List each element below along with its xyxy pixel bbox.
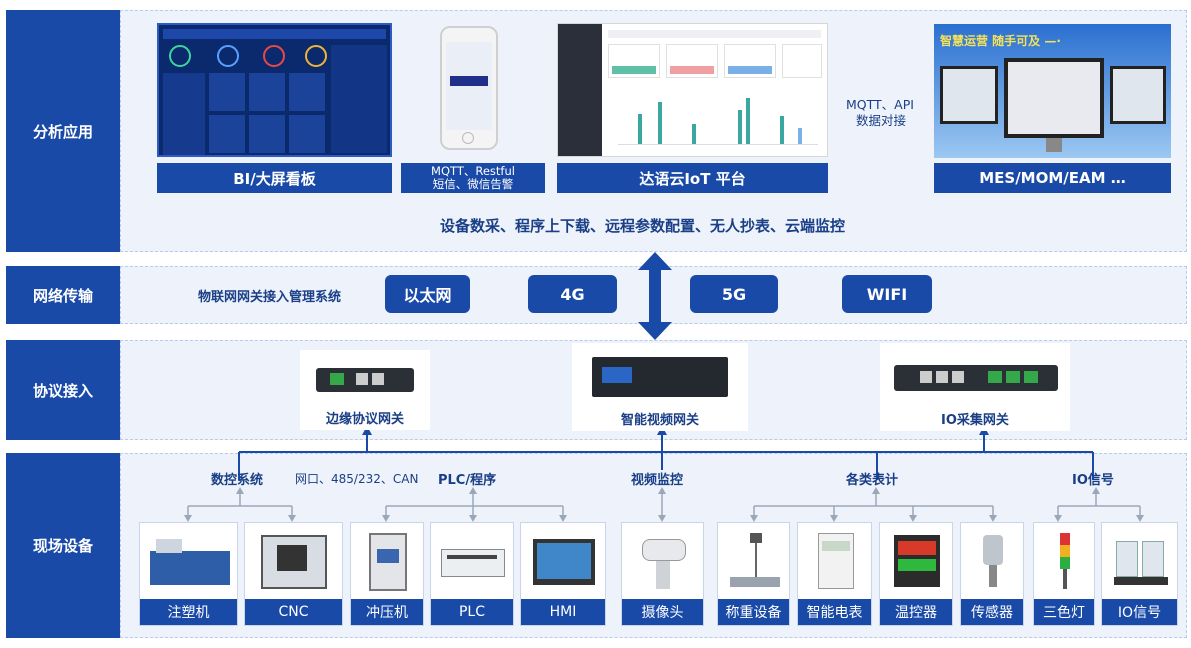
device-card-cnc: CNC — [244, 522, 343, 626]
device-card-tower-light: 三色灯 — [1033, 522, 1095, 626]
device-card-hmi: HMI — [520, 522, 606, 626]
device-card-injection-molding: 注塑机 — [139, 522, 238, 626]
device-label: 称重设备 — [718, 599, 789, 625]
device-card-thermostat: 温控器 — [879, 522, 953, 626]
bi-dashboard-label: BI/大屏看板 — [157, 163, 392, 193]
device-card-camera: 摄像头 — [621, 522, 704, 626]
device-label: 冲压机 — [351, 599, 423, 625]
network-option-5g: 5G — [690, 275, 778, 313]
group-meters: 各类表计 — [846, 473, 899, 488]
video-gateway-label: 智能视频网关 — [620, 413, 699, 428]
group-video-monitor: 视频监控 — [631, 473, 684, 488]
layer-label-network: 网络传输 — [6, 266, 120, 324]
api-text-line2: 数据对接 — [856, 113, 907, 128]
device-card-io-signal: IO信号 — [1101, 522, 1178, 626]
device-label: CNC — [245, 599, 342, 625]
group-io-signal: IO信号 — [1072, 473, 1114, 488]
layer-label-field: 现场设备 — [6, 453, 120, 638]
video-gateway-box: 智能视频网关 — [572, 343, 748, 431]
device-card-plc: PLC — [430, 522, 514, 626]
group-cnc-system: 数控系统 — [211, 473, 264, 488]
io-gateway-box: IO采集网关 — [880, 343, 1070, 431]
io-gateway-label: IO采集网关 — [941, 413, 1009, 428]
api-text-line1: MQTT、API — [846, 97, 914, 112]
network-option-ethernet: 以太网 — [385, 275, 470, 313]
device-label: 智能电表 — [798, 599, 871, 625]
network-option-wifi: WIFI — [842, 275, 932, 313]
device-card-press: 冲压机 — [350, 522, 424, 626]
layer-label-analysis: 分析应用 — [6, 10, 120, 252]
gateway-management-system: 物联网网关接入管理系统 — [198, 290, 342, 305]
mes-banner-text: 智慧运营 随手可及 —· — [940, 34, 1061, 48]
device-label: IO信号 — [1102, 599, 1177, 625]
iot-platform-screenshot — [557, 23, 828, 157]
edge-gateway-box: 边缘协议网关 — [300, 350, 430, 430]
device-label: 三色灯 — [1034, 599, 1094, 625]
device-label: 传感器 — [961, 599, 1023, 625]
mes-monitors-image: 智慧运营 随手可及 —· — [934, 24, 1171, 158]
iot-platform-label: 达语云IoT 平台 — [557, 163, 828, 193]
device-card-scale: 称重设备 — [717, 522, 790, 626]
mobile-alert-label: MQTT、Restful 短信、微信告警 — [401, 163, 545, 193]
device-label: HMI — [521, 599, 605, 625]
edge-gateway-label: 边缘协议网关 — [325, 412, 404, 427]
mobile-alert-line2: 短信、微信告警 — [432, 177, 514, 191]
group-plc-program: PLC/程序 — [438, 473, 497, 488]
bi-dashboard-screenshot — [157, 23, 392, 157]
group-ports: 网口、485/232、CAN — [295, 472, 419, 486]
device-label: PLC — [431, 599, 513, 625]
layer-label-protocol: 协议接入 — [6, 340, 120, 440]
mobile-phone-image — [440, 26, 498, 150]
mes-label: MES/MOM/EAM … — [934, 163, 1171, 193]
device-label: 注塑机 — [140, 599, 237, 625]
mobile-alert-line1: MQTT、Restful — [431, 164, 515, 178]
features-text: 设备数采、程序上下载、远程参数配置、无人抄表、云端监控 — [440, 217, 846, 235]
network-option-4g: 4G — [528, 275, 617, 313]
device-label: 摄像头 — [622, 599, 703, 625]
device-card-sensor: 传感器 — [960, 522, 1024, 626]
device-label: 温控器 — [880, 599, 952, 625]
device-card-smart-meter: 智能电表 — [797, 522, 872, 626]
